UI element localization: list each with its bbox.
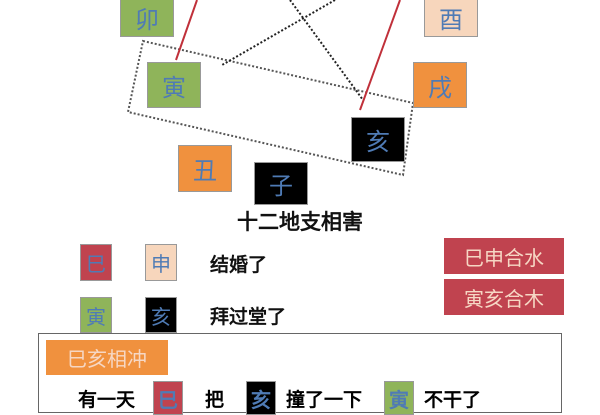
row1-a: 巳 [80, 244, 112, 281]
branch-zi: 子 [254, 162, 308, 205]
sentence-branch-si: 巳 [153, 381, 184, 415]
branch-xu: 戌 [413, 62, 467, 108]
title: 十二地支相害 [237, 210, 363, 234]
branch-yin: 寅 [147, 62, 201, 108]
branch-chou: 丑 [178, 145, 232, 192]
branch-mao: 卯 [120, 0, 174, 37]
dotted-arrow-1 [289, 0, 364, 101]
sentence-part: 把 [205, 388, 225, 411]
row1-b: 申 [145, 244, 177, 281]
sentence-part: 不干了 [424, 388, 482, 411]
red-arrow-mao-yin [175, 0, 198, 61]
clash-label: 巳亥相冲 [46, 340, 168, 375]
combo-2: 寅亥合木 [444, 279, 564, 315]
diagram-lines [126, 0, 415, 177]
dotted-arrow-2 [221, 0, 336, 66]
sentence-branch-hai: 亥 [246, 381, 277, 415]
sentence-part: 撞了一下 [286, 388, 363, 411]
row2-b: 亥 [145, 297, 177, 333]
dotted-frame [126, 39, 415, 177]
row2-a: 寅 [80, 297, 112, 333]
branch-hai: 亥 [351, 117, 405, 162]
sentence-branch-yin: 寅 [384, 381, 415, 415]
row2-text: 拜过堂了 [210, 306, 287, 328]
row1-text: 结婚了 [210, 254, 268, 276]
combo-1: 巳申合水 [444, 238, 564, 274]
red-arrow-you-hai [359, 0, 401, 111]
clash-sentence: 有一天 巳 把 亥 撞了一下 寅 不干了 [78, 381, 481, 415]
branch-you: 酉 [424, 0, 478, 37]
sentence-part: 有一天 [78, 388, 136, 411]
